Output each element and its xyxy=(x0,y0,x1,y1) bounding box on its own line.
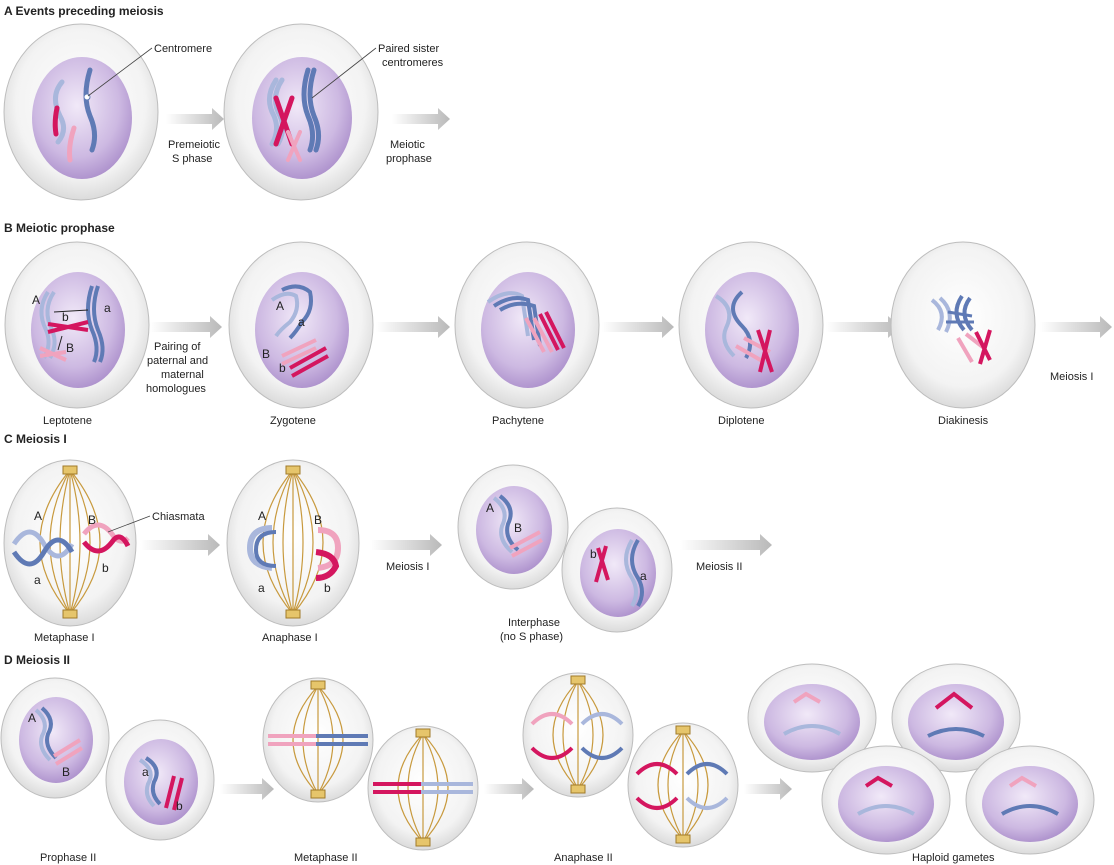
letter-zygotene-b: b xyxy=(279,361,286,375)
section-d-title: D Meiosis II xyxy=(4,653,70,667)
letter-meta1-A: A xyxy=(34,509,42,523)
letter-meta1-B: B xyxy=(88,513,96,527)
callout-chiasmata: Chiasmata xyxy=(152,511,205,523)
letter-zygotene-A: A xyxy=(276,299,284,313)
arrow-b1 xyxy=(150,316,222,338)
arrow-label-pairing-3: maternal xyxy=(161,369,204,381)
arrow-label-pairing-2: paternal and xyxy=(147,355,208,367)
arrow-c2 xyxy=(370,534,442,556)
cell-metaphase-1 xyxy=(3,459,137,627)
letter-inter-a: a xyxy=(640,569,647,583)
section-b-title: B Meiotic prophase xyxy=(4,221,115,235)
letter-ana1-A: A xyxy=(258,509,266,523)
letter-zygotene-B: B xyxy=(262,347,270,361)
cell-metaphase-2-bottom xyxy=(367,725,479,851)
stage-interphase-1: Interphase xyxy=(508,617,560,629)
cell-zygotene xyxy=(228,241,374,409)
arrow-label-premeiotic: Premeiotic xyxy=(168,139,220,151)
letter-inter-B: B xyxy=(514,521,522,535)
stage-anaphase-1: Anaphase I xyxy=(262,632,318,644)
gamete-3 xyxy=(821,745,951,855)
stage-pachytene: Pachytene xyxy=(492,415,544,427)
letter-leptotene-b: b xyxy=(62,310,69,324)
arrow-b4 xyxy=(826,316,900,338)
stage-zygotene: Zygotene xyxy=(270,415,316,427)
letter-ana1-a: a xyxy=(258,581,265,595)
stage-metaphase-1: Metaphase I xyxy=(34,632,95,644)
arrow-c3 xyxy=(680,534,772,556)
cell-diplotene xyxy=(678,241,824,409)
section-c-title: C Meiosis I xyxy=(4,432,67,446)
letter-leptotene-A: A xyxy=(32,293,40,307)
letter-inter-A: A xyxy=(486,501,494,515)
arrow-label-prophase: prophase xyxy=(386,153,432,165)
callout-paired-1: Paired sister xyxy=(378,43,439,55)
cell-a2 xyxy=(223,23,379,201)
letter-pro2-B: B xyxy=(62,765,70,779)
arrow-label-pairing-1: Pairing of xyxy=(154,341,201,353)
letter-leptotene-a: a xyxy=(104,301,111,315)
arrow-a1 xyxy=(166,108,224,130)
letter-ana1-B: B xyxy=(314,513,322,527)
arrow-label-meiosis-2-c: Meiosis II xyxy=(696,561,742,573)
letter-pro2-A: A xyxy=(28,711,36,725)
letter-leptotene-B: B xyxy=(66,341,74,355)
gamete-1 xyxy=(747,663,877,773)
cell-anaphase-1 xyxy=(226,459,360,627)
stage-metaphase-2: Metaphase II xyxy=(294,852,358,864)
cell-a1 xyxy=(3,23,159,201)
arrow-c1 xyxy=(140,534,220,556)
letter-zygotene-a: a xyxy=(298,315,305,329)
gamete-4 xyxy=(965,745,1095,855)
stage-leptotene: Leptotene xyxy=(43,415,92,427)
stage-interphase-2: (no S phase) xyxy=(500,631,563,643)
arrow-label-meiotic: Meiotic xyxy=(390,139,425,151)
stage-haploid-gametes: Haploid gametes xyxy=(912,852,995,864)
stage-diakinesis: Diakinesis xyxy=(938,415,989,427)
cell-anaphase-2-bottom xyxy=(627,722,739,848)
arrow-label-s-phase: S phase xyxy=(172,153,212,165)
stage-diplotene: Diplotene xyxy=(718,415,764,427)
cell-pachytene xyxy=(454,241,600,409)
letter-pro2-a: a xyxy=(142,765,149,779)
callout-paired-2: centromeres xyxy=(382,57,444,69)
arrow-label-pairing-4: homologues xyxy=(146,383,206,395)
stage-anaphase-2: Anaphase II xyxy=(554,852,613,864)
letter-ana1-b: b xyxy=(324,581,331,595)
stage-prophase-2: Prophase II xyxy=(40,852,96,864)
letter-meta1-b: b xyxy=(102,561,109,575)
cell-anaphase-2-top xyxy=(522,672,634,798)
letter-inter-b: b xyxy=(590,547,597,561)
letter-meta1-a: a xyxy=(34,573,41,587)
arrow-b2 xyxy=(376,316,450,338)
gamete-2 xyxy=(891,663,1021,773)
arrow-a2 xyxy=(392,108,450,130)
cell-prophase-2-bottom xyxy=(105,719,215,841)
arrow-label-meiosis-1-b: Meiosis I xyxy=(1050,371,1093,383)
callout-centromere: Centromere xyxy=(154,43,212,55)
cell-diakinesis xyxy=(890,241,1036,409)
section-a-title: A Events preceding meiosis xyxy=(4,4,164,18)
arrow-b5 xyxy=(1040,316,1112,338)
arrow-b3 xyxy=(602,316,674,338)
cell-interphase-bottom xyxy=(561,507,673,633)
cell-leptotene xyxy=(4,241,150,409)
arrow-d3 xyxy=(744,778,792,800)
cell-metaphase-2-top xyxy=(262,677,374,803)
arrow-label-meiosis-1-c: Meiosis I xyxy=(386,561,429,573)
arrow-d1 xyxy=(220,778,274,800)
cell-prophase-2-top xyxy=(0,677,110,799)
letter-pro2-b: b xyxy=(176,799,183,813)
cell-interphase-top xyxy=(457,464,569,590)
arrow-d2 xyxy=(484,778,534,800)
